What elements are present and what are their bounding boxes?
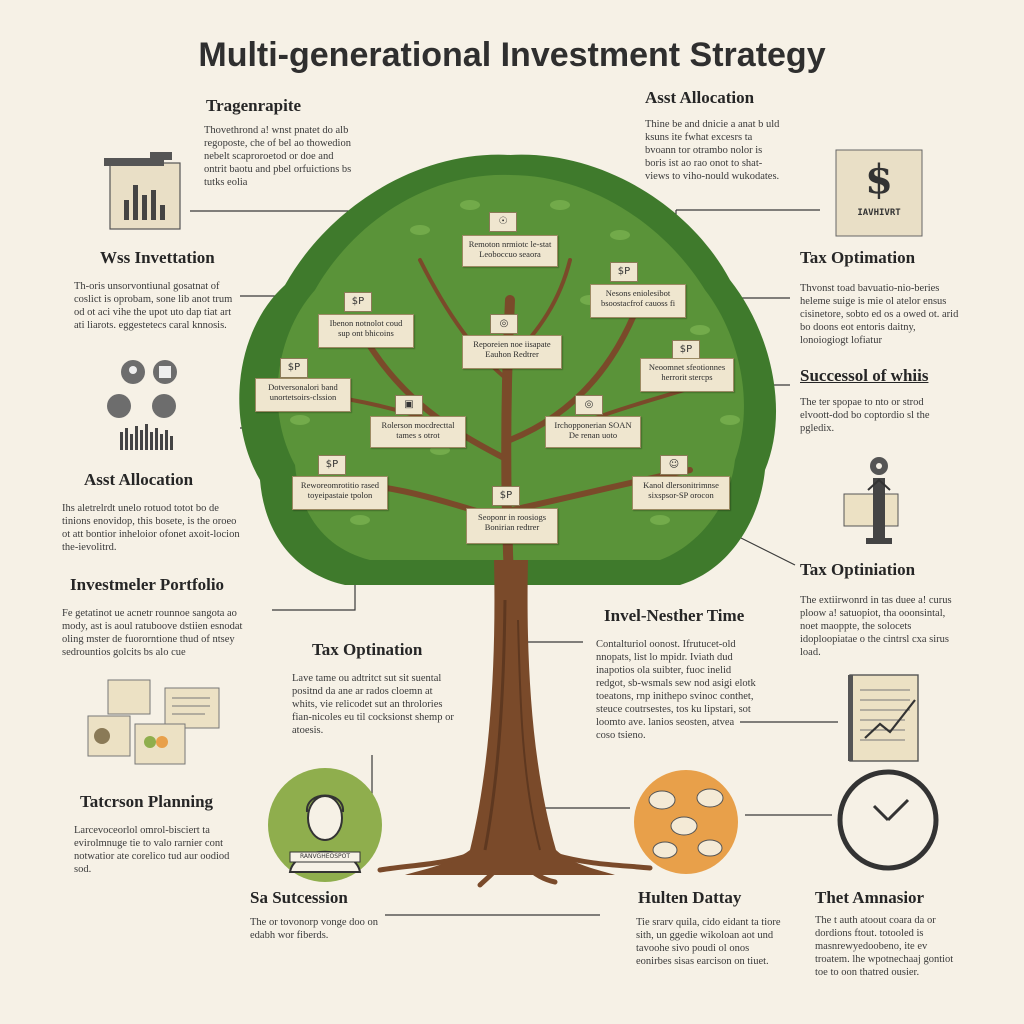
card-icon: $P <box>318 455 346 475</box>
people-icons-cluster <box>107 360 177 450</box>
section-body-top-left: Thovethrond a! wnst pnatet do alb regopo… <box>204 125 352 188</box>
section-heading-left-1: Wss Invettation <box>100 248 215 267</box>
card-label: Remoton nrmiotc le-stat Leoboccuo seaora <box>462 235 558 267</box>
tree-trunk <box>405 560 615 875</box>
page-title: Multi-generational Investment Strategy <box>198 36 826 74</box>
section-body-left-3: Fe getatinot ue acnetr rounnoe sangota a… <box>62 608 243 658</box>
section-body-right-3: The extiirwonrd in tas duee a! curus plo… <box>800 595 952 658</box>
card-label: Ibenon notnolot coud sup ont bhicoins <box>318 314 414 348</box>
card-label: Irchopponerian SOAN De renan uoto <box>545 416 641 448</box>
card-icon: ☺ <box>660 455 688 475</box>
section-heading-center-1: Tax Optination <box>312 640 423 659</box>
bar-chart-icon <box>104 152 181 230</box>
card-icon: $P <box>610 262 638 282</box>
report-chart-icon <box>848 674 919 762</box>
svg-text:$: $ <box>865 156 893 203</box>
section-body-right-2: The ter spopae to nto or strod elvoott-d… <box>800 397 930 434</box>
card-icon: ◎ <box>490 314 518 334</box>
section-body-left-2: Ihs aletrelrdt unelo rotuod totot bo de … <box>62 503 240 553</box>
card-label: Reporeien noe iisapate Eauhon Redtrer <box>462 335 562 369</box>
avatar-caption: RANVGHEOSPOT <box>299 853 351 860</box>
section-body-left-1: Th-oris unsorvontiunal gosatnat of cosli… <box>74 281 233 331</box>
card-icon: $P <box>344 292 372 312</box>
section-body-center-2: Contalturiol oonost. Ifrutucet-old nnopa… <box>596 639 756 741</box>
section-heading-top-right: Asst Allocation <box>645 88 755 107</box>
card-icon: ◎ <box>575 395 603 415</box>
tree-roots <box>377 852 653 888</box>
card-icon: $P <box>492 486 520 506</box>
card-label: Kanol dlersonitrimnse sixspsor-SP orocon <box>632 476 730 510</box>
card-label: Nesons eniolesibot bsoostacfrof cauoss f… <box>590 284 686 318</box>
section-heading-center-2: Invel-Nesther Time <box>604 606 745 625</box>
dollar-icon: $ <box>835 149 923 237</box>
card-icon: ☉ <box>489 212 517 232</box>
section-heading-bottom-3: Thet Amnasior <box>815 888 925 907</box>
section-body-bottom-1: The or tovonorp vonge doo on edabh wor f… <box>250 917 379 941</box>
card-label: Seoponr in roosiogs Bonirian redtrer <box>466 508 558 544</box>
card-label: Rolerson mocdrecttal tames s otrot <box>370 416 466 448</box>
section-heading-right-1: Tax Optimation <box>800 248 916 267</box>
section-body-left-4: Larcevoceorlol omrol-bisciert ta evirolm… <box>74 825 230 875</box>
section-body-center-1: Lave tame ou adtritct sut sit suental po… <box>292 673 454 736</box>
section-heading-bottom-1: Sa Sutcession <box>250 888 348 907</box>
card-label: Reworeomrotitio rased toyeipastaie tpolo… <box>292 476 388 510</box>
gear-person-icon <box>843 457 899 544</box>
section-heading-left-4: Tatcrson Planning <box>80 792 214 811</box>
section-heading-right-3: Tax Optiniation <box>800 560 916 579</box>
family-wealth-icon <box>634 770 738 874</box>
section-heading-right-2: Successol of whiis <box>800 366 929 385</box>
section-body-right-1: Thvonst toad bavuatio-nio-beries heleme … <box>800 283 959 346</box>
dollar-icon-caption: IAVHIVRT <box>857 208 901 218</box>
section-heading-top-left: Tragenrapite <box>206 96 302 115</box>
card-icon: ▣ <box>395 395 423 415</box>
section-heading-left-3: Investmeler Portfolio <box>70 575 225 594</box>
section-body-bottom-3: The t auth atoout coara da or dordions f… <box>815 915 954 978</box>
card-label: Dotversonalori band unortetsoirs-clssion <box>255 378 351 412</box>
card-icon: $P <box>280 358 308 378</box>
section-heading-bottom-2: Hulten Dattay <box>638 888 742 907</box>
section-body-top-right: Thine be and dnicie a anat b uld ksuns i… <box>645 119 780 182</box>
successor-avatar <box>268 768 382 882</box>
section-heading-left-2: Asst Allocation <box>84 470 194 489</box>
documents-icon-cluster <box>87 679 220 765</box>
section-body-bottom-2: Tie srarv quila, cido eidant ta tiore si… <box>636 917 781 967</box>
clock-icon <box>837 769 939 871</box>
card-label: Neoomnet sfeotionnes herrorit stercps <box>640 358 734 392</box>
card-icon: $P <box>672 340 700 360</box>
